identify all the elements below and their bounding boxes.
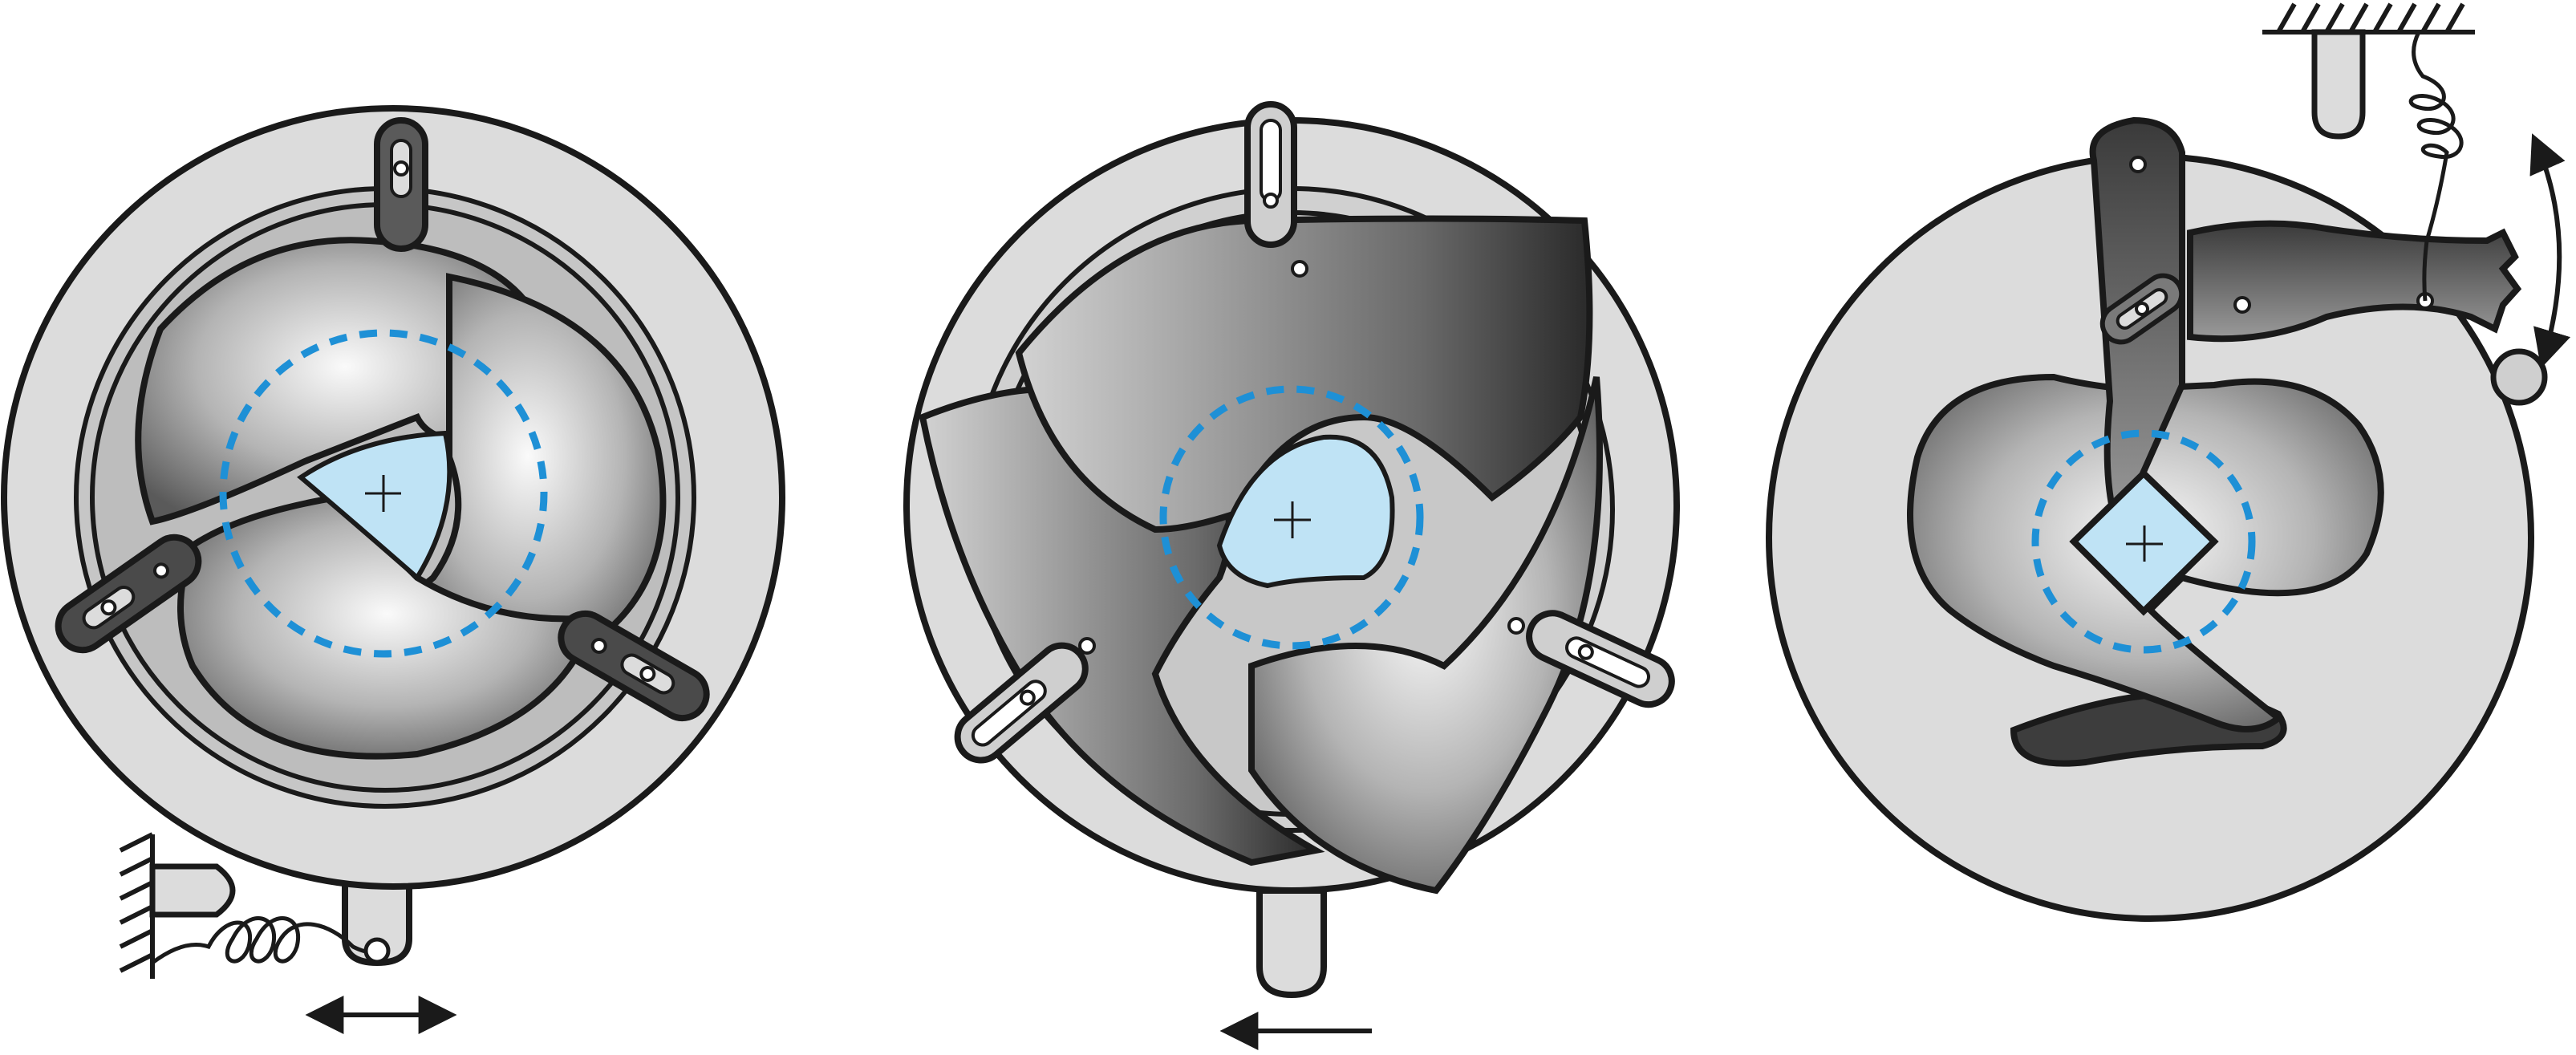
pin-link-right xyxy=(558,611,710,721)
pin-link-top xyxy=(1244,101,1308,278)
pivot-pin xyxy=(1507,617,1525,635)
iris-blade-1 xyxy=(1248,376,1603,895)
curved-double-arrow-icon xyxy=(2529,133,2571,369)
ground-hatch-icon xyxy=(2262,2,2475,34)
pin-link-right xyxy=(1526,610,1675,708)
iris-aperture xyxy=(1216,434,1395,589)
spring-coil-icon xyxy=(151,916,379,965)
pitch-circle xyxy=(219,329,548,658)
ground-hatch-icon xyxy=(119,832,155,979)
guide-block xyxy=(149,863,236,918)
pitch-circle xyxy=(1159,385,1424,650)
spring-coil-icon xyxy=(2408,30,2464,302)
lever-slot xyxy=(2099,273,2185,345)
sector-arm xyxy=(2187,220,2522,343)
actuator-tab xyxy=(1256,887,1327,999)
crosshair-center-icon xyxy=(365,475,401,512)
iris-aperture xyxy=(297,430,452,582)
pin-link-left xyxy=(55,534,202,654)
lever-pivot xyxy=(2129,156,2147,173)
pitch-circle xyxy=(2031,429,2256,654)
mechanism-three-blade-overlap xyxy=(903,101,1680,1050)
guide-block xyxy=(2311,29,2366,140)
pin-link-left xyxy=(954,642,1089,764)
crosshair-center-icon xyxy=(2126,525,2163,562)
arm-pivot xyxy=(2233,296,2251,314)
stop-pin xyxy=(2490,348,2548,406)
pin-link-top xyxy=(374,117,428,252)
spring-pin xyxy=(363,937,391,964)
mechanism-three-blade-curved xyxy=(1,105,785,1034)
mechanism-two-blade-diamond xyxy=(1766,2,2571,922)
crosshair-center-icon xyxy=(1274,501,1311,538)
pivot-pin xyxy=(1078,637,1096,655)
